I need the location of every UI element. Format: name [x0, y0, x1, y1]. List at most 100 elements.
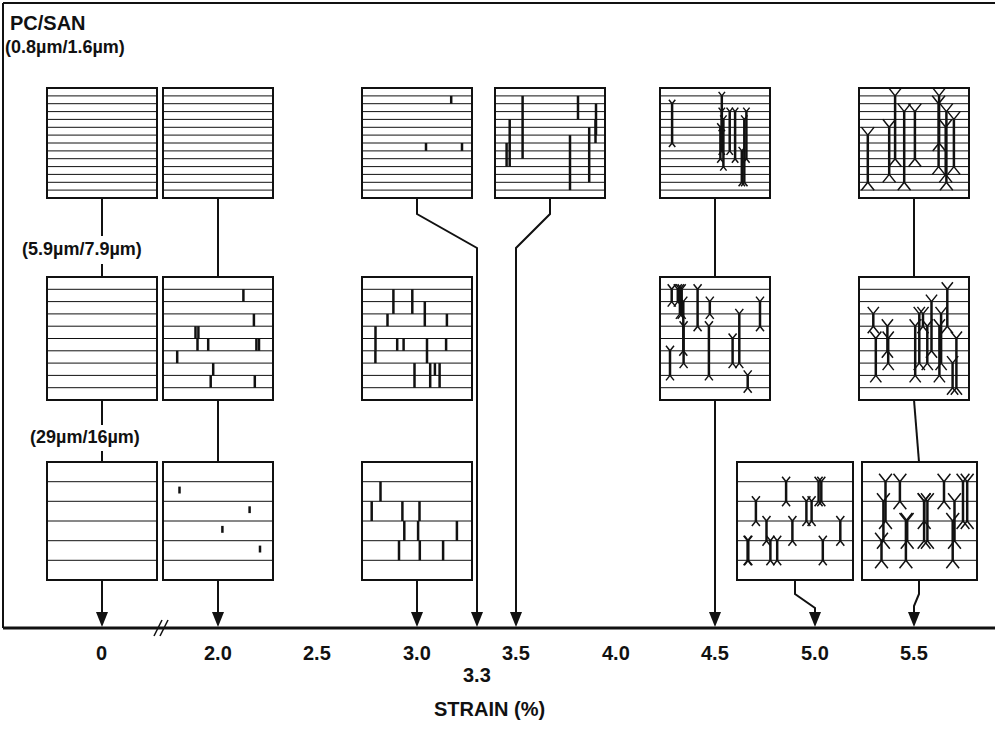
arrow-head: [709, 612, 721, 627]
crack: [669, 351, 672, 376]
layer-panel: [163, 462, 273, 580]
crack: [456, 521, 459, 541]
layer-thickness: (29µm/16µm): [30, 428, 140, 448]
crack: [398, 541, 401, 561]
shear-band: [946, 513, 959, 568]
strain-arrow: [516, 198, 550, 616]
crack: [966, 482, 969, 521]
layer-line: [660, 289, 770, 290]
crack: [951, 521, 954, 560]
layer-line: [362, 174, 472, 175]
leader-line: [101, 400, 103, 425]
crack: [734, 112, 737, 159]
shear-band: [732, 108, 738, 163]
crack: [945, 112, 948, 183]
layer-panel: [495, 88, 605, 198]
layer-panel: [660, 277, 770, 400]
layer-line: [163, 521, 273, 522]
panel-border: [859, 277, 969, 400]
layer-line: [362, 481, 472, 482]
leader-line: [714, 198, 716, 277]
tick-label: 3.0: [403, 642, 431, 664]
crack: [401, 501, 404, 521]
tick-label: 3.5: [502, 642, 530, 664]
tick-label: 5.0: [801, 642, 829, 664]
panel-border: [163, 277, 273, 400]
crack: [696, 289, 699, 326]
crack: [680, 289, 683, 314]
crack: [212, 363, 215, 375]
crack: [944, 127, 947, 174]
panel-border: [47, 462, 157, 580]
crack: [508, 119, 511, 166]
shear-band: [877, 493, 890, 548]
shear-band: [875, 533, 888, 569]
layer-line: [859, 313, 969, 314]
crack: [418, 501, 421, 521]
layer-line: [660, 127, 770, 128]
layer-line: [660, 387, 770, 388]
crack: [594, 119, 597, 143]
layer-line: [737, 521, 853, 522]
shear-band: [678, 284, 686, 319]
layer-line: [660, 174, 770, 175]
crack: [258, 339, 261, 351]
layer-line: [163, 111, 273, 112]
layer-line: [362, 363, 472, 364]
layer-line: [47, 521, 157, 522]
crack: [926, 501, 929, 540]
layer-line: [362, 135, 472, 136]
layer-line: [163, 387, 273, 388]
layer-line: [362, 350, 472, 351]
crack: [867, 135, 870, 182]
layer-line: [163, 150, 273, 151]
layer-line: [859, 95, 969, 96]
layer-line: [362, 119, 472, 120]
crack: [254, 375, 257, 387]
crack: [747, 541, 750, 561]
crack: [759, 302, 762, 327]
crack: [253, 314, 256, 326]
layer-line: [660, 375, 770, 376]
crack: [413, 363, 416, 388]
layer-line: [163, 158, 273, 159]
frame-line: [3, 2, 995, 4]
crack: [918, 314, 921, 363]
crack: [951, 363, 954, 388]
shear-band: [727, 108, 733, 155]
leader-line: [913, 198, 915, 277]
panel-border: [47, 277, 157, 400]
layer-panel: [859, 277, 969, 400]
layer-line: [47, 127, 157, 128]
shear-band: [936, 307, 947, 370]
crack: [943, 482, 946, 502]
shear-band: [870, 332, 881, 383]
crack: [930, 302, 933, 351]
crack: [914, 112, 917, 159]
crack: [426, 339, 429, 364]
shear-band: [918, 493, 931, 548]
leader-line: [101, 264, 103, 277]
crack: [962, 482, 965, 521]
layer-line: [660, 363, 770, 364]
crack: [221, 526, 224, 533]
leader-line: [101, 451, 103, 462]
crack: [682, 326, 685, 363]
layer-line: [660, 166, 770, 167]
layer-line: [47, 313, 157, 314]
shear-band: [743, 108, 749, 163]
shear-band: [948, 111, 961, 174]
layer-line: [362, 387, 472, 388]
shear-band: [934, 319, 945, 382]
layer-line: [495, 95, 605, 96]
panel-border: [660, 88, 770, 198]
material-label: PC/SAN: [10, 12, 86, 34]
layer-panel: [362, 462, 472, 580]
crack: [810, 501, 813, 521]
crack: [923, 501, 926, 521]
crack: [953, 119, 956, 166]
frame-line: [2, 3, 4, 628]
shear-band: [773, 536, 781, 566]
tick-label: 3.3: [463, 664, 491, 686]
layer-line: [47, 174, 157, 175]
